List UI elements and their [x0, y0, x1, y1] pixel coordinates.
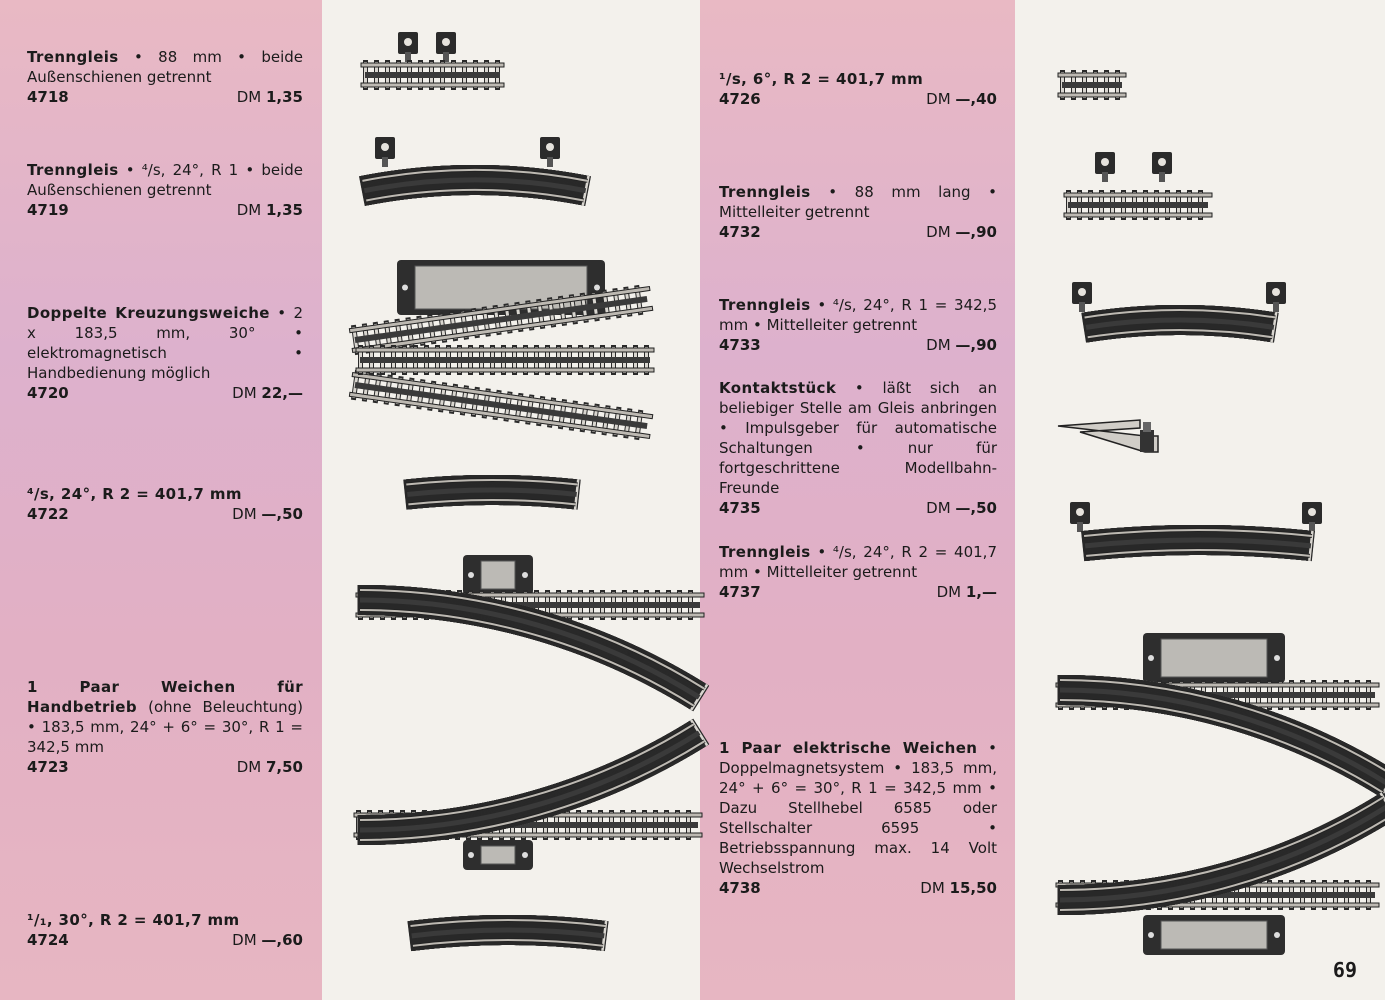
switch-drive-4723a [463, 555, 533, 595]
track-4718 [361, 60, 504, 90]
switch-drive-4738a [1143, 633, 1285, 683]
post-icon [1302, 502, 1322, 532]
post-icon [540, 137, 560, 167]
switch-drive-4723b [463, 840, 533, 870]
contact-piece-4735 [1058, 420, 1158, 452]
post-icon [1072, 282, 1092, 312]
post-icon [1266, 282, 1286, 312]
post-icon [398, 32, 418, 62]
switch-drive-4738b [1143, 915, 1285, 955]
track-4737 [1084, 525, 1313, 561]
track-4733 [1084, 305, 1276, 342]
track-4722 [406, 475, 578, 509]
post-icon [375, 137, 395, 167]
track-4726 [1058, 70, 1126, 100]
page-number: 69 [1333, 958, 1357, 982]
track-4720-b [349, 370, 653, 442]
post-icon [1095, 152, 1115, 182]
post-icon [1070, 502, 1090, 532]
post-icon [436, 32, 456, 62]
post-icon [1152, 152, 1172, 182]
track-4724 [410, 915, 606, 951]
track-4720-c [356, 345, 654, 375]
track-4732 [1064, 190, 1212, 220]
track-4719 [361, 165, 588, 205]
